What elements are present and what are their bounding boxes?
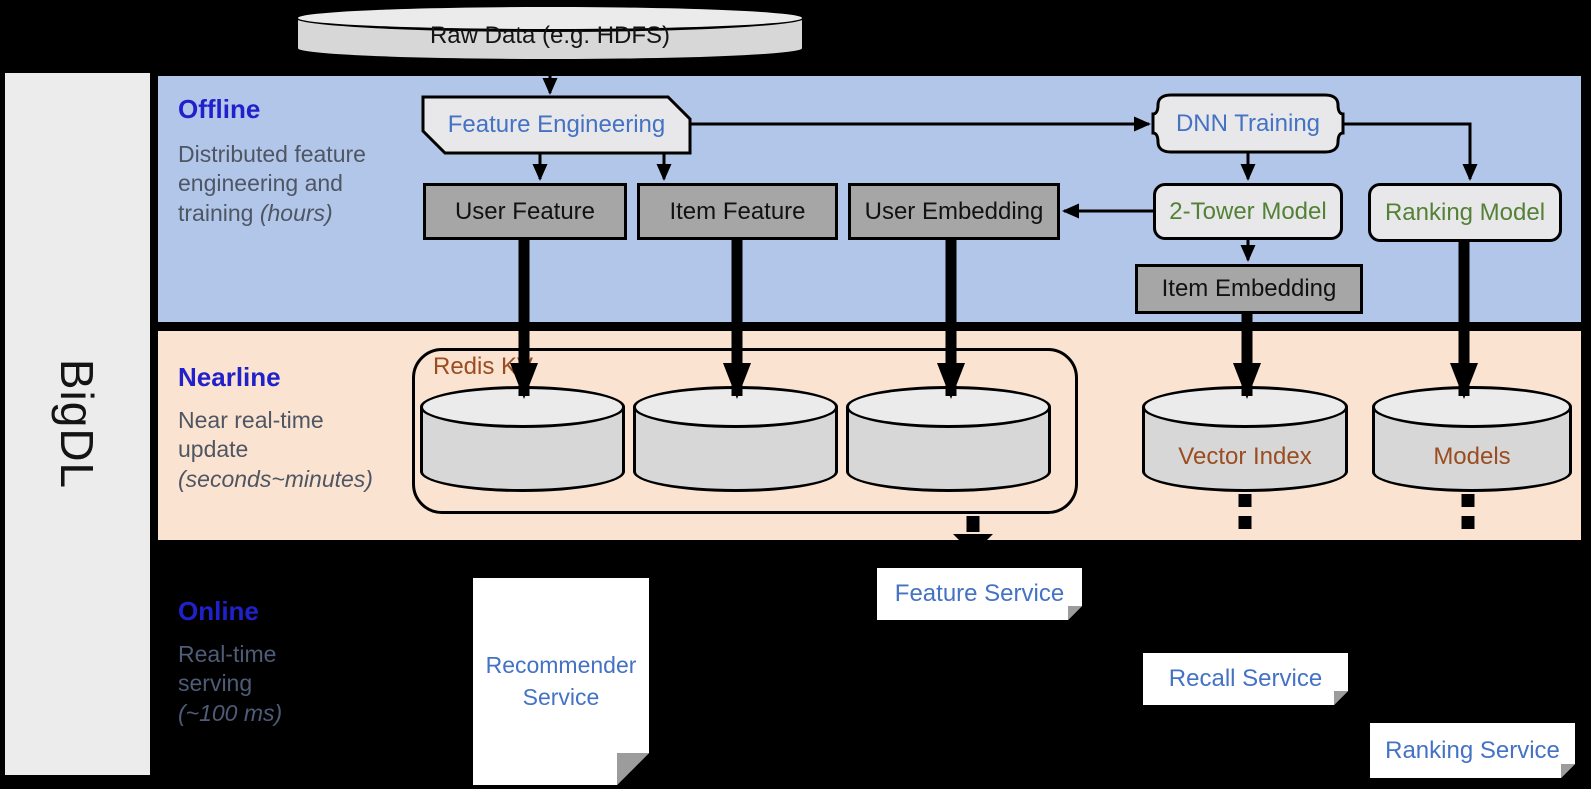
- node-recall-service: Recall Service: [1143, 653, 1348, 705]
- lane-offline-caption: Distributed feature engineering and trai…: [178, 140, 368, 228]
- online-caption-note: (~100 ms): [178, 699, 283, 726]
- node-vector-index: Vector Index: [1142, 386, 1348, 492]
- lane-nearline-caption: Near real-time update (seconds~minutes): [178, 406, 383, 494]
- offline-caption-text: Distributed feature engineering and trai…: [178, 141, 366, 226]
- node-ranking-model: Ranking Model: [1368, 183, 1562, 242]
- node-user-embedding: User Embedding: [848, 183, 1060, 240]
- cylinder-top: [1372, 386, 1572, 428]
- models-label: Models: [1433, 443, 1511, 470]
- lane-offline-title: Offline: [178, 94, 261, 124]
- cylinder-top: [633, 386, 838, 428]
- sidebar-brand-panel: BigDL: [5, 73, 150, 775]
- cylinder-top: [1142, 386, 1348, 428]
- lane-online-caption: Real-time serving (~100 ms): [178, 640, 308, 728]
- raw-data-cylinder-top: [295, 4, 805, 32]
- brand-logo-text: BigDL: [51, 358, 104, 490]
- redis-cylinder-3: [846, 386, 1051, 492]
- raw-data-store: Raw Data (e.g. HDFS): [295, 4, 805, 62]
- node-item-feature: Item Feature: [637, 183, 838, 240]
- lane-online-title: Online: [178, 596, 259, 626]
- redis-cylinder-1: [420, 386, 625, 492]
- node-item-embedding: Item Embedding: [1135, 264, 1363, 314]
- redis-cylinder-2: [633, 386, 838, 492]
- node-feature-engineering: Feature Engineering: [447, 111, 666, 138]
- node-ranking-service: Ranking Service: [1370, 723, 1575, 778]
- offline-caption-note: (hours): [259, 199, 333, 226]
- node-dnn-training: DNN Training: [1175, 109, 1321, 137]
- node-feature-service: Feature Service: [877, 568, 1082, 620]
- cylinder-top: [846, 386, 1051, 428]
- redis-kv-label: Redis KV: [433, 353, 534, 380]
- node-two-tower-model: 2-Tower Model: [1153, 183, 1343, 240]
- node-user-feature: User Feature: [423, 183, 627, 240]
- node-recommender-service: Recommender Service: [473, 578, 649, 785]
- vector-index-label: Vector Index: [1178, 443, 1312, 470]
- raw-data-label: Raw Data (e.g. HDFS): [429, 22, 671, 49]
- online-caption-text: Real-time serving: [178, 641, 277, 697]
- cylinder-top: [420, 386, 625, 428]
- nearline-caption-text: Near real-time update: [178, 407, 324, 463]
- node-models: Models: [1372, 386, 1572, 492]
- nearline-caption-note: (seconds~minutes): [178, 465, 373, 492]
- lane-nearline-title: Nearline: [178, 362, 281, 392]
